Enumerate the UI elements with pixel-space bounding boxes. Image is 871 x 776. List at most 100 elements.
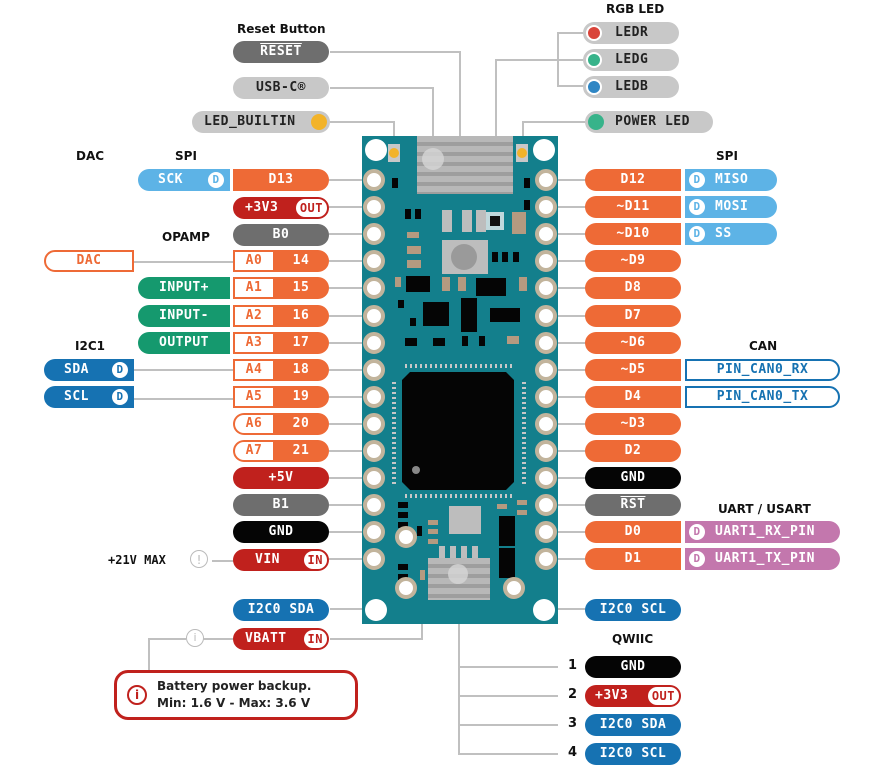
qwiic-marker	[448, 564, 468, 584]
mounting-hole	[533, 139, 555, 161]
usb-c-label: USB-C®	[233, 77, 329, 99]
dac-label: DAC	[44, 250, 134, 272]
pin-a6-num: 20	[292, 416, 310, 431]
heading-uart: UART / USART	[718, 502, 811, 516]
header-pin-left	[363, 548, 385, 570]
ic-chip	[406, 276, 430, 292]
resistor	[458, 277, 466, 291]
header-pin-right	[535, 440, 557, 462]
pin-d11: ~D11	[585, 196, 681, 218]
connector-line	[329, 531, 373, 533]
test-pad	[395, 526, 417, 548]
led-builtin-text: LED_BUILTIN	[204, 114, 296, 129]
pin-d2: D2	[585, 440, 681, 462]
analog-label: A4	[235, 361, 273, 379]
resistor	[428, 529, 438, 534]
alt-text: SS	[715, 226, 732, 241]
led-builtin-icon	[389, 148, 399, 158]
connector-line	[547, 260, 587, 262]
resistor	[420, 570, 425, 580]
mcu-pins-bottom	[405, 494, 515, 498]
connector-line	[329, 477, 373, 479]
connector-line	[547, 233, 587, 235]
alt-text: UART1_TX_PIN	[715, 551, 815, 566]
connector-line	[203, 638, 233, 640]
heading-spi-right: SPI	[716, 149, 738, 163]
reset-label: RESET	[233, 41, 329, 63]
pin-b1: B1	[233, 494, 329, 516]
connector-line	[458, 576, 460, 754]
alt-text: MOSI	[715, 199, 749, 214]
in-badge: IN	[303, 630, 327, 648]
pin-gnd-left: GND	[233, 521, 329, 543]
pin-d6: ~D6	[585, 332, 681, 354]
smd	[405, 338, 417, 346]
smd	[433, 338, 445, 346]
connector-line	[393, 121, 395, 141]
connector-line	[329, 260, 373, 262]
mcu-pins-top	[405, 364, 515, 368]
connector-line	[148, 638, 150, 670]
battery-note-box: i Battery power backup. Min: 1.6 V - Max…	[114, 670, 358, 720]
header-pin-right	[535, 277, 557, 299]
pin-d0: D0	[585, 521, 681, 543]
connector-line	[329, 450, 373, 452]
connector-line	[547, 287, 587, 289]
pin-vin: VIN IN	[233, 549, 329, 571]
connector-line	[330, 87, 433, 89]
header-pin-left	[363, 305, 385, 327]
analog-label: A5	[235, 388, 273, 406]
smd	[392, 178, 398, 188]
connector-line	[329, 396, 373, 398]
mcu-pins-left	[392, 382, 396, 486]
connector-line	[432, 87, 434, 157]
i2c0-scl-pad	[503, 577, 525, 599]
ledr-text: LEDR	[615, 25, 649, 40]
smd	[410, 318, 416, 326]
regulator-chip	[423, 302, 449, 326]
ledg-label: LEDG	[583, 49, 679, 71]
header-pin-left	[363, 332, 385, 354]
header-pin-left	[363, 521, 385, 543]
resistor	[407, 246, 421, 254]
connector-line	[134, 261, 234, 263]
note-line-2: Min: 1.6 V - Max: 3.6 V	[157, 696, 311, 710]
digital-badge-icon: D	[689, 551, 705, 567]
connector-line	[330, 638, 422, 640]
smd	[502, 252, 508, 262]
connector-line	[547, 504, 587, 506]
qwiic-num: 1	[568, 658, 578, 673]
resistor	[407, 232, 419, 238]
qwiic-3v3-text: +3V3	[595, 688, 629, 703]
analog-label: A2	[235, 307, 273, 325]
connector-line	[547, 396, 587, 398]
pin-number: 16	[292, 308, 310, 323]
i2c0-sda-pad	[395, 577, 417, 599]
header-pin-left	[363, 413, 385, 435]
qwiic-num: 3	[568, 716, 578, 731]
connector-line	[547, 531, 587, 533]
component	[462, 210, 472, 232]
pin-number: 18	[292, 362, 310, 377]
vin-max-note: +21V MAX	[108, 553, 166, 567]
led-bulb-icon	[311, 114, 327, 130]
opamp-input-label: INPUT+	[138, 277, 230, 299]
header-pin-left	[363, 494, 385, 516]
digital-badge-icon: D	[689, 524, 705, 540]
header-pin-right	[535, 223, 557, 245]
smd	[524, 178, 530, 188]
reset-button-cap[interactable]	[451, 244, 477, 270]
connector-line	[547, 423, 587, 425]
rst-text: RST	[620, 497, 646, 512]
mcu-dot	[412, 466, 420, 474]
warning-icon: !	[190, 550, 208, 568]
header-pin-left	[363, 277, 385, 299]
connector-line	[329, 369, 373, 371]
connector-line	[329, 206, 373, 208]
connector-line	[458, 695, 558, 697]
header-pin-right	[535, 305, 557, 327]
in-badge: IN	[303, 551, 327, 569]
header-pin-left	[363, 250, 385, 272]
smd	[417, 526, 422, 536]
